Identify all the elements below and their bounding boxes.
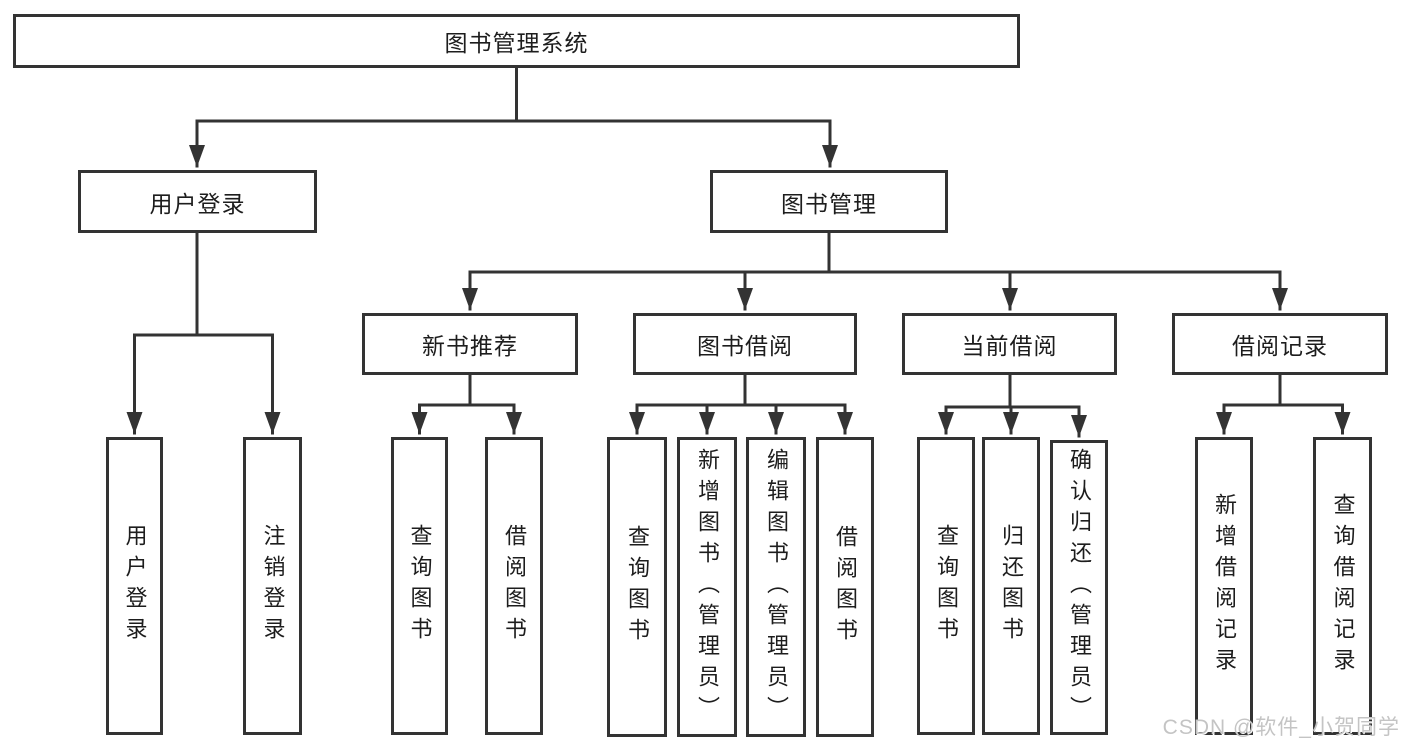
leaf-label: 查询借阅记录: [1330, 493, 1356, 679]
leaf-confirm-return-admin: 确认归还（管理员）: [1050, 440, 1108, 735]
leaf-label: 查询图书: [934, 524, 959, 648]
leaf-label: 查询图书: [407, 524, 433, 648]
leaf-query-borrow-record: 查询借阅记录: [1313, 437, 1372, 735]
leaf-label: 借阅图书: [833, 525, 858, 649]
leaf-logout-login: 注销登录: [243, 437, 302, 735]
leaf-query-books-borrowing: 查询图书: [607, 437, 667, 737]
leaf-label: 新增借阅记录: [1212, 493, 1237, 679]
node-new-book-recommendation: 新书推荐: [362, 313, 578, 375]
node-current-borrowing: 当前借阅: [902, 313, 1117, 375]
leaf-label: 注销登录: [260, 524, 286, 648]
node-library-management-system: 图书管理系统: [13, 14, 1020, 68]
node-book-borrowing: 图书借阅: [633, 313, 857, 375]
leaf-edit-book-admin: 编辑图书（管理员）: [746, 437, 806, 737]
connectors-current-borrowing: [938, 373, 1087, 438]
leaf-query-books-recommend: 查询图书: [391, 437, 448, 735]
connectors-book-management: [462, 231, 1288, 311]
leaf-label: 用户登录: [122, 524, 148, 648]
node-book-management: 图书管理: [710, 170, 948, 233]
connectors-root-to-level2: [189, 66, 838, 168]
leaf-label: 新增图书（管理员）: [695, 447, 720, 727]
connectors-new-book-recommendation: [411, 373, 522, 435]
connectors-book-borrowing: [629, 373, 853, 435]
leaf-label: 确认归还（管理员）: [1067, 448, 1092, 727]
leaf-borrow-books-recommend: 借阅图书: [485, 437, 543, 735]
leaf-borrow-books-borrowing: 借阅图书: [816, 437, 874, 737]
connectors-borrowing-records: [1216, 373, 1351, 435]
leaf-add-book-admin: 新增图书（管理员）: [677, 437, 737, 737]
leaf-add-borrow-record: 新增借阅记录: [1195, 437, 1253, 735]
leaf-user-login: 用户登录: [106, 437, 163, 735]
leaf-query-books-current: 查询图书: [917, 437, 975, 735]
watermark-csdn: CSDN @软件_小贺同学: [1162, 716, 1400, 739]
connectors-user-login: [126, 231, 281, 435]
leaf-return-books: 归还图书: [982, 437, 1040, 735]
node-user-login: 用户登录: [78, 170, 317, 233]
leaf-label: 借阅图书: [502, 524, 527, 648]
node-borrowing-records: 借阅记录: [1172, 313, 1388, 375]
leaf-label: 查询图书: [625, 525, 650, 649]
leaf-label: 归还图书: [999, 524, 1024, 648]
leaf-label: 编辑图书（管理员）: [764, 447, 789, 727]
